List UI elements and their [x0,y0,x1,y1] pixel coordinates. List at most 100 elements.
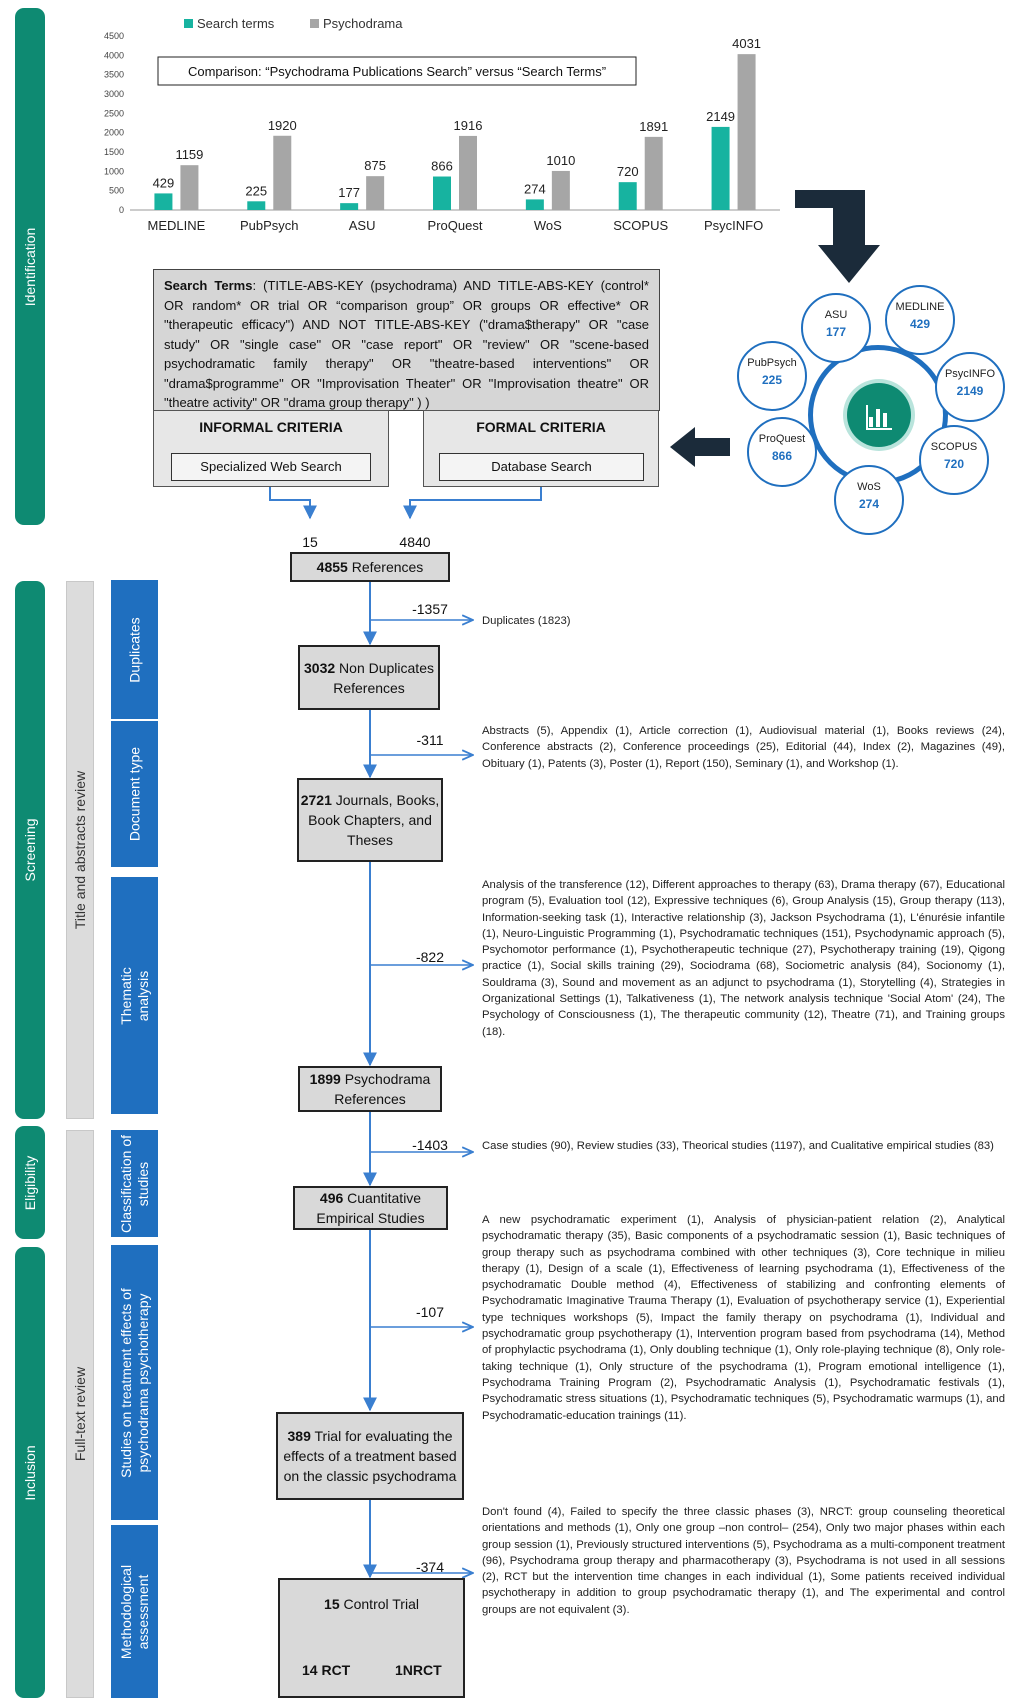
informal-criteria-box: INFORMAL CRITERIA Specialized Web Search [153,410,389,487]
stage-eligibility: Eligibility [15,1126,45,1239]
bar-search-terms-psycinfo [711,126,730,210]
legend-swatch [310,19,319,28]
bar-value-label: 720 [617,164,639,179]
y-tick-label: 4000 [104,50,124,60]
exclusion-count-1: -1357 [412,601,448,617]
phase-title-abstracts: Title and abstracts review [66,581,94,1119]
y-tick-label: 0 [119,205,124,215]
informal-criteria-item: Specialized Web Search [171,453,371,481]
exclusion-count-4: -1403 [412,1137,448,1153]
bar-value-label: 1010 [546,153,575,168]
stage-inclusion: Inclusion [15,1247,45,1698]
bar-value-label: 274 [524,181,546,196]
bar-value-label: 866 [431,159,453,174]
y-tick-label: 2500 [104,108,124,118]
bar-value-label: 177 [338,185,360,200]
step-document-type: Document type [111,721,158,867]
bar-psychodrama-asu [366,176,385,210]
nrct-count: 1NRCT [395,1662,442,1678]
step-duplicates: Duplicates [111,580,158,719]
bar-value-label: 875 [364,158,386,173]
step-thematic-analysis: Thematic analysis [111,877,158,1114]
search-terms-box: Search Terms: (TITLE-ABS-KEY (psychodram… [153,269,660,411]
bar-value-label: 4031 [732,36,761,51]
bar-search-terms-pubpsych [247,201,266,210]
bar-value-label: 1159 [175,147,203,162]
bar-search-terms-medline [154,193,173,210]
box-journals: 2721 Journals, Books, Book Chapters, and… [297,778,443,862]
bar-search-terms-wos [525,199,544,210]
x-category-label: SCOPUS [613,218,668,233]
box-references: 4855 References [290,552,450,582]
formal-count: 4840 [399,534,431,550]
bar-psychodrama-psycinfo [737,54,756,210]
x-category-label: PsycINFO [704,218,763,233]
exclusion-text-5: A new psychodramatic experiment (1), Ana… [482,1214,1005,1422]
search-terms-label: Search Terms [164,278,253,293]
x-category-label: ProQuest [428,218,483,233]
rct-count: 14 RCT [302,1662,351,1678]
bar-value-label: 1920 [268,118,297,133]
bar-psychodrama-wos [551,170,570,210]
informal-criteria-title: INFORMAL CRITERIA [199,419,343,435]
stage-identification: Identification [15,8,45,525]
formal-criteria-item: Database Search [439,453,644,481]
exclusion-text-4: Case studies (90), Review studies (33), … [482,1140,994,1152]
exclusion-count-2: -311 [416,732,444,748]
x-category-label: ASU [349,218,376,233]
formal-criteria-title: FORMAL CRITERIA [476,419,606,435]
bar-psychodrama-scopus [644,136,663,210]
search-terms-text: : (TITLE-ABS-KEY (psychodrama) AND TITLE… [164,278,649,410]
phase-full-text: Full-text review [66,1130,94,1698]
legend-label: Search terms [197,16,275,31]
stage-screening: Screening [15,581,45,1119]
bar-value-label: 1916 [454,118,483,133]
informal-count: 15 [302,534,318,550]
bar-psychodrama-proquest [459,135,477,210]
chart-title: Comparison: “Psychodrama Publications Se… [188,64,606,79]
y-tick-label: 2000 [104,128,124,138]
box-control-trial: 15 Control Trial 14 RCT 1NRCT [278,1578,465,1698]
bar-psychodrama-medline [180,165,199,210]
box-non-duplicates: 3032 Non Duplicates References [298,645,440,710]
bar-value-label: 429 [153,175,175,190]
bar-search-terms-asu [340,203,359,210]
y-tick-label: 3500 [104,70,124,80]
y-tick-label: 3000 [104,89,124,99]
y-tick-label: 4500 [104,31,124,41]
bar-value-label: 1891 [639,119,668,134]
bar-psychodrama-pubpsych [273,135,292,210]
box-trial: 389 Trial for evaluating the effects of … [276,1412,464,1500]
legend-swatch [184,19,193,28]
left-arrow-icon [670,427,730,467]
bar-value-label: 2149 [706,109,735,124]
exclusion-count-5: -107 [415,1304,445,1320]
exclusion-count-3: -822 [415,949,445,965]
step-treatment-studies: Studies on treatment effects of psychodr… [111,1245,158,1520]
step-classification: Classification of studies [111,1130,158,1237]
exclusion-text-3: Analysis of the transference (12), Diffe… [482,879,1005,1038]
formal-criteria-box: FORMAL CRITERIA Database Search [423,410,659,487]
box-psychodrama-refs: 1899 Psychodrama References [298,1066,442,1112]
bar-value-label: 225 [245,183,267,198]
exclusion-count-6: -374 [415,1559,445,1575]
bar-search-terms-proquest [433,176,451,210]
y-tick-label: 1000 [104,166,124,176]
x-category-label: MEDLINE [148,218,206,233]
chart-title-box [157,56,637,86]
down-arrow-icon [795,190,880,283]
box-cuantitative: 496 Cuantitative Empirical Studies [293,1186,448,1230]
exclusion-text-1: Duplicates (1823) [482,615,571,627]
y-tick-label: 500 [109,186,124,196]
exclusion-text-6: Don't found (4), Failed to specify the t… [482,1506,1005,1616]
exclusion-text-2: Abstracts (5), Appendix (1), Article cor… [482,725,1005,770]
